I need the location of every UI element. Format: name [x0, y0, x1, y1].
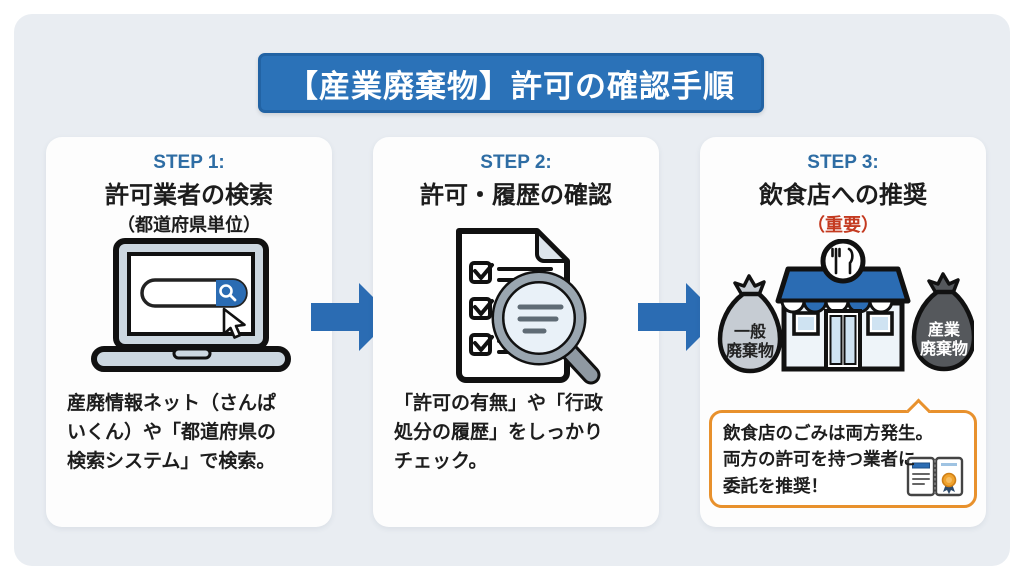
step-3-title: 飲食店への推奨: [759, 182, 927, 209]
step-2-card: STEP 2: 許可・履歴の確認: [373, 137, 659, 527]
industrial-waste-label: 産業: [928, 320, 961, 339]
step-3-subtitle: （重要）: [807, 215, 879, 235]
callout-text: 飲食店のごみは両方発生。 両方の許可を持つ業者に 委託を推奨！: [723, 420, 964, 499]
general-waste-bag-icon: 一般 廃棄物: [717, 274, 783, 374]
step-3-header: STEP 3: 飲食店への推奨 （重要）: [700, 137, 986, 237]
industrial-waste-label: 廃棄物: [920, 339, 968, 358]
flow-arrow-icon: [638, 283, 720, 351]
step-1-description-line: いくん）や「都道府県の: [67, 421, 277, 443]
fork-knife-icon: [820, 239, 866, 284]
step-1-description-line: 産廃情報ネット（さんぱ: [67, 393, 277, 414]
laptop-search-icon: [46, 237, 332, 383]
step-2-description: 「許可の有無」や「行政 処分の履歴」をしっかり チェック。: [394, 390, 647, 477]
step-2-label: STEP 2:: [480, 152, 552, 173]
callout-line: 両方の許可を持つ業者に: [723, 449, 916, 470]
document-checklist-magnifier-icon: [373, 225, 659, 387]
page-title-text: 【産業廃棄物】許可の確認手順: [287, 68, 735, 104]
step-2-title: 許可・履歴の確認: [420, 182, 612, 209]
step-1-description: 産廃情報ネット（さんぱ いくん）や「都道府県の 検索システム」で検索。: [67, 390, 320, 477]
general-waste-label: 一般: [734, 322, 766, 341]
page-title: 【産業廃棄物】許可の確認手順: [258, 53, 764, 113]
industrial-waste-bag-icon: 産業 廃棄物: [911, 272, 974, 372]
storefront-icon: [775, 239, 911, 372]
step-2-description-line: 処分の履歴」をしっかり: [394, 421, 604, 443]
callout-line: 飲食店のごみは両方発生。: [723, 423, 933, 443]
flow-arrow-icon: [311, 283, 393, 351]
certificate-icon: [906, 456, 964, 497]
step-2-description-line: チェック。: [394, 450, 488, 472]
step-3-card: STEP 3: 飲食店への推奨 （重要）: [700, 137, 986, 527]
step-1-card: STEP 1: 許可業者の検索 （都道府県単位） 産廃情報ネット（さんぱ いくん…: [46, 137, 332, 527]
step-1-header: STEP 1: 許可業者の検索 （都道府県単位）: [46, 137, 332, 237]
step-3-label: STEP 3:: [807, 152, 879, 173]
step-1-description-line: 検索システム」で検索。: [67, 450, 276, 472]
step-1-title: 許可業者の検索: [105, 182, 273, 209]
callout-line: 委託を推奨！: [723, 475, 828, 496]
step-1-label: STEP 1:: [153, 152, 225, 173]
recommendation-callout: 飲食店のごみは両方発生。 両方の許可を持つ業者に 委託を推奨！: [709, 398, 977, 508]
step-2-description-line: 「許可の有無」や「行政: [394, 393, 604, 414]
restaurant-waste-bags-icon: 一般 廃棄物 産業 廃棄物: [700, 239, 986, 391]
general-waste-label: 廃棄物: [726, 341, 774, 360]
step-2-header: STEP 2: 許可・履歴の確認: [373, 137, 659, 210]
callout-tail: [906, 398, 931, 423]
step-1-subtitle: （都道府県単位）: [117, 215, 261, 235]
